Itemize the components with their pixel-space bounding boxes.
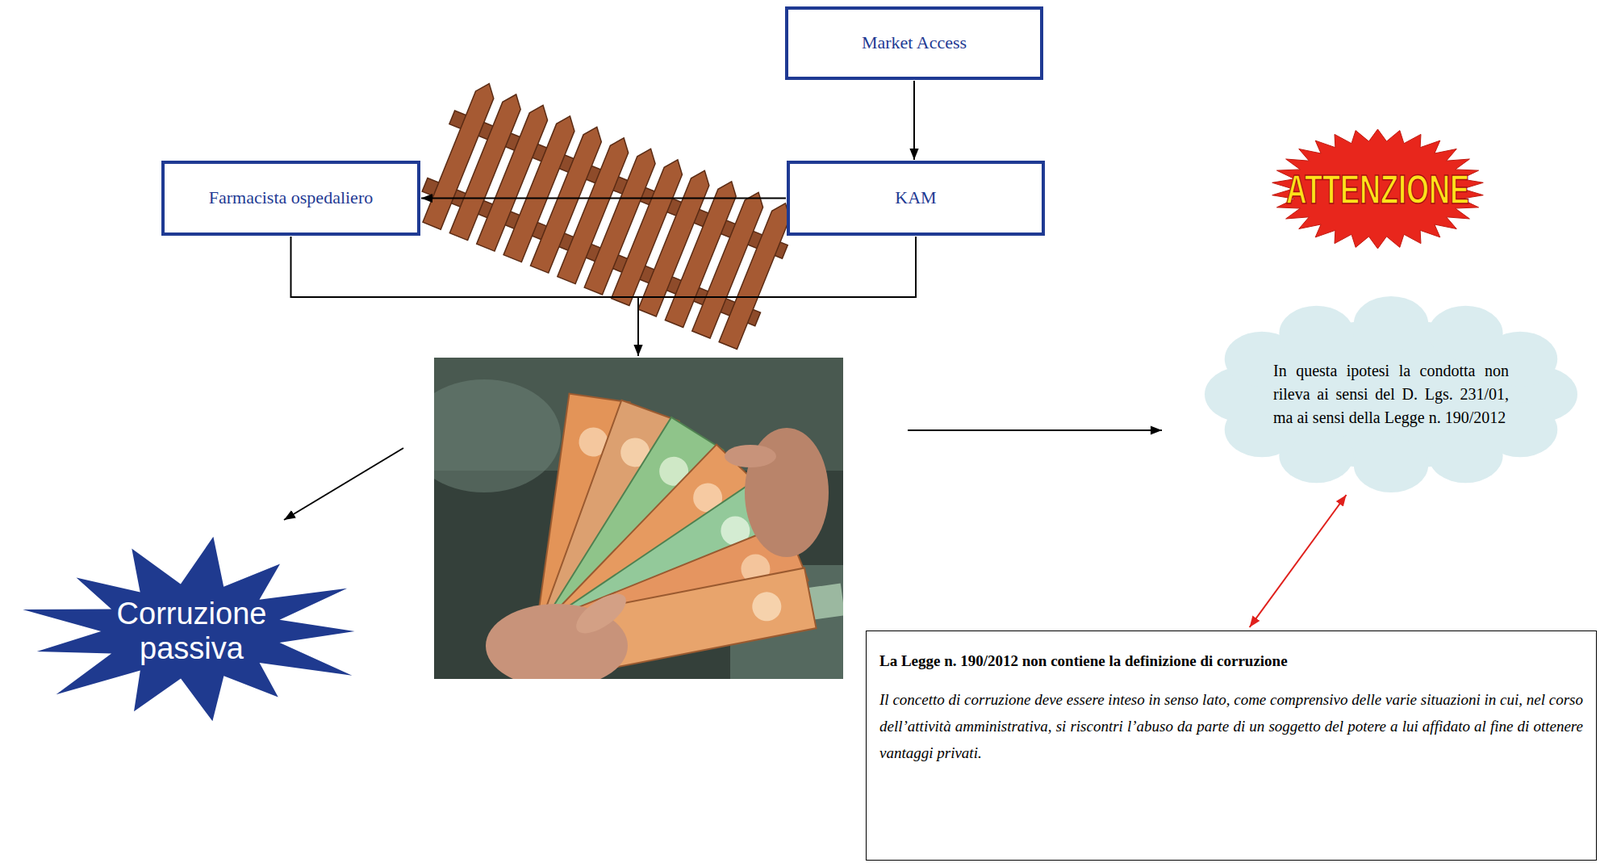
node-label: La Legge n. 190/2012 non contiene la def…: [879, 648, 1584, 673]
text-group: In questa ipotesi la condotta non rileva…: [1273, 359, 1509, 430]
note-cloud: In questa ipotesi la condotta non rileva…: [1204, 296, 1578, 493]
money-photo: [434, 357, 844, 679]
node-label: KAM: [894, 187, 936, 209]
cloud-shape: [1353, 437, 1429, 493]
connector: [1249, 494, 1347, 627]
leader-arrow: [284, 447, 404, 520]
leader-arrow: [637, 296, 640, 356]
connector: [913, 80, 915, 160]
warning-burst: ATTENZIONE: [1271, 129, 1484, 249]
fence-picture: [718, 199, 794, 349]
text-group: KAM: [894, 187, 936, 209]
cloud-shape: [1428, 427, 1503, 483]
node-label: Corruzione passiva: [91, 596, 293, 665]
text-group: Market Access: [861, 32, 967, 54]
node-label: Farmacista ospedaliero: [208, 187, 373, 209]
process-box: Market Access: [785, 6, 1044, 80]
cloud-shape: [1278, 305, 1354, 361]
node-label: Market Access: [861, 32, 967, 54]
text-group: ATTENZIONE: [1275, 171, 1480, 207]
text-group: Farmacista ospedaliero: [208, 187, 373, 209]
note-box: La Legge n. 190/2012 non contiene la def…: [865, 630, 1597, 861]
cloud-shape: [1353, 296, 1429, 351]
leader-arrow: [284, 296, 1162, 520]
connector: [291, 236, 917, 297]
node-label: In questa ipotesi la condotta non rileva…: [1273, 359, 1509, 430]
text-group: Corruzione passiva: [91, 596, 293, 665]
starburst-label: Corruzione passiva: [10, 535, 373, 727]
process-box: KAM: [786, 160, 1045, 236]
money-photo: [749, 589, 784, 623]
money-photo: [724, 444, 777, 468]
process-box: Farmacista ospedaliero: [161, 160, 421, 236]
leader-arrow: [907, 429, 1162, 431]
node-body-text: Il concetto di corruzione deve essere in…: [879, 685, 1584, 766]
connector: [421, 197, 786, 200]
money-photo: [569, 585, 632, 641]
text-group: La Legge n. 190/2012 non contiene la def…: [879, 648, 1584, 766]
burst-shape: [1272, 129, 1484, 249]
money-photo: [434, 379, 561, 493]
star-shape: [22, 536, 355, 721]
fence-picture: [411, 75, 803, 352]
node-label: ATTENZIONE: [1286, 167, 1470, 212]
